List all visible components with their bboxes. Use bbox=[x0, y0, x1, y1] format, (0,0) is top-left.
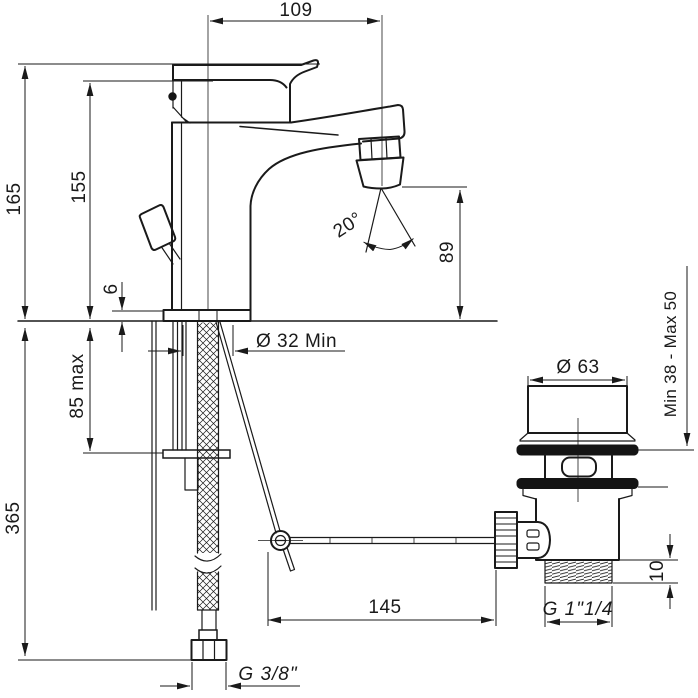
dim-mounting-hole: Ø 32 Min bbox=[256, 331, 337, 352]
overflow-slot bbox=[561, 456, 597, 478]
base-plate bbox=[162, 309, 252, 322]
dim-spray-angle: 20° bbox=[330, 208, 367, 242]
spray-cone bbox=[363, 187, 416, 253]
side-pull-knob bbox=[138, 204, 181, 265]
dim-base-thickness: 6 bbox=[101, 283, 122, 294]
handle-lever bbox=[168, 59, 320, 124]
dim-waste-cap-diameter: Ø 63 bbox=[556, 357, 599, 378]
dim-rod-to-waste: 145 bbox=[368, 597, 401, 618]
extension-lines bbox=[18, 15, 694, 690]
supply-hoses bbox=[151, 320, 231, 661]
waste-thread-section bbox=[545, 560, 612, 583]
dimension-lines bbox=[21, 17, 691, 690]
gasket-top bbox=[516, 444, 639, 456]
dim-total-height: 165 bbox=[4, 182, 25, 215]
dim-basin-thickness: Min 38 - Max 50 bbox=[661, 291, 680, 417]
temp-indicator-dot bbox=[168, 92, 177, 101]
gasket-bottom bbox=[516, 478, 639, 489]
dimension-labels: 109 165 155 6 85 max 365 89 20° Ø 32 Min… bbox=[3, 0, 680, 685]
dim-body-height: 155 bbox=[69, 170, 90, 203]
body-and-spout bbox=[171, 104, 406, 311]
dim-outlet-height: 89 bbox=[437, 241, 458, 263]
dim-spout-reach: 109 bbox=[279, 0, 312, 21]
faucet-mixer bbox=[138, 59, 416, 322]
aerator bbox=[355, 135, 405, 190]
dim-under-deck-clearance: 85 max bbox=[67, 353, 88, 418]
dim-supply-thread: G 3/8" bbox=[238, 664, 297, 685]
pop-up-linkage bbox=[215, 321, 497, 572]
dim-hose-length: 365 bbox=[3, 501, 24, 534]
dim-waste-thread: G 1"1/4 bbox=[543, 599, 614, 620]
waste-assembly bbox=[494, 385, 639, 584]
dim-waste-thread-length: 10 bbox=[647, 560, 668, 582]
rod-joint-nut bbox=[494, 511, 551, 569]
